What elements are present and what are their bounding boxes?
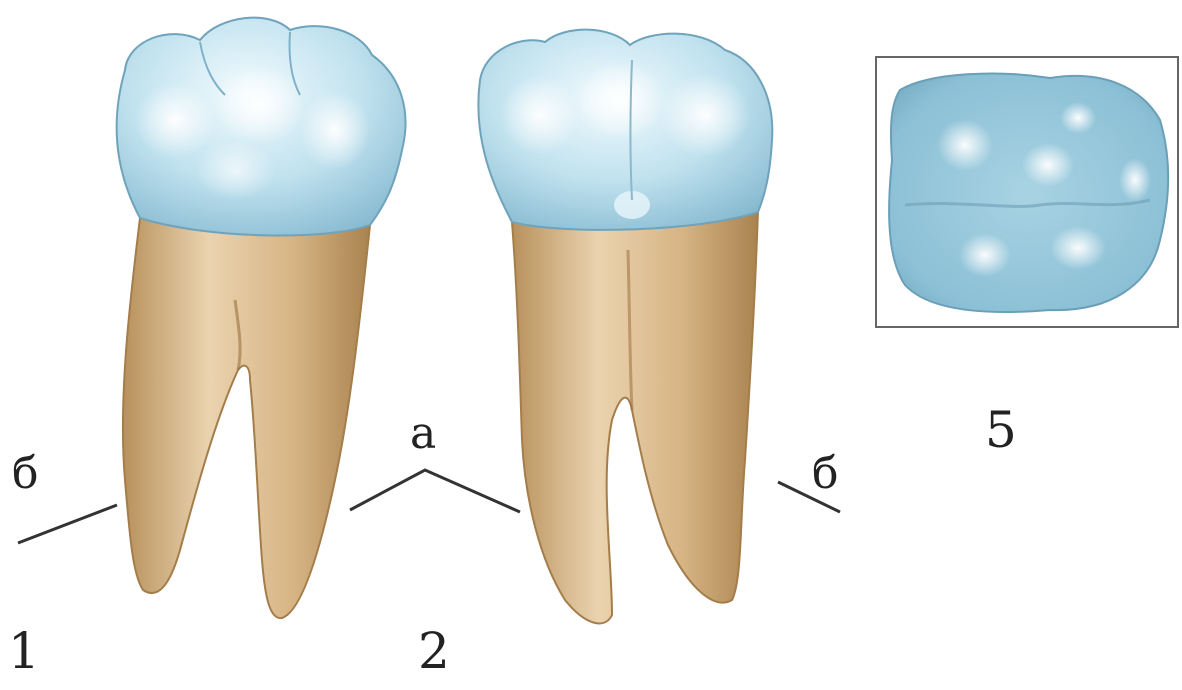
label-root-b-right: б bbox=[812, 452, 839, 496]
tooth-occlusal-view bbox=[876, 57, 1178, 327]
tooth-2-root bbox=[512, 210, 758, 623]
label-root-b-left: б bbox=[12, 452, 39, 496]
tooth-2-lateral-view bbox=[478, 30, 772, 624]
leader-line-a bbox=[350, 470, 520, 512]
label-root-a: а bbox=[410, 412, 436, 456]
label-view-2: 2 bbox=[418, 626, 450, 676]
tooth-1-lateral-view bbox=[117, 18, 406, 618]
tooth-1-root bbox=[123, 218, 370, 618]
label-view-1: 1 bbox=[8, 626, 40, 676]
label-view-5: 5 bbox=[985, 405, 1017, 455]
leader-line-b-left bbox=[18, 505, 117, 543]
